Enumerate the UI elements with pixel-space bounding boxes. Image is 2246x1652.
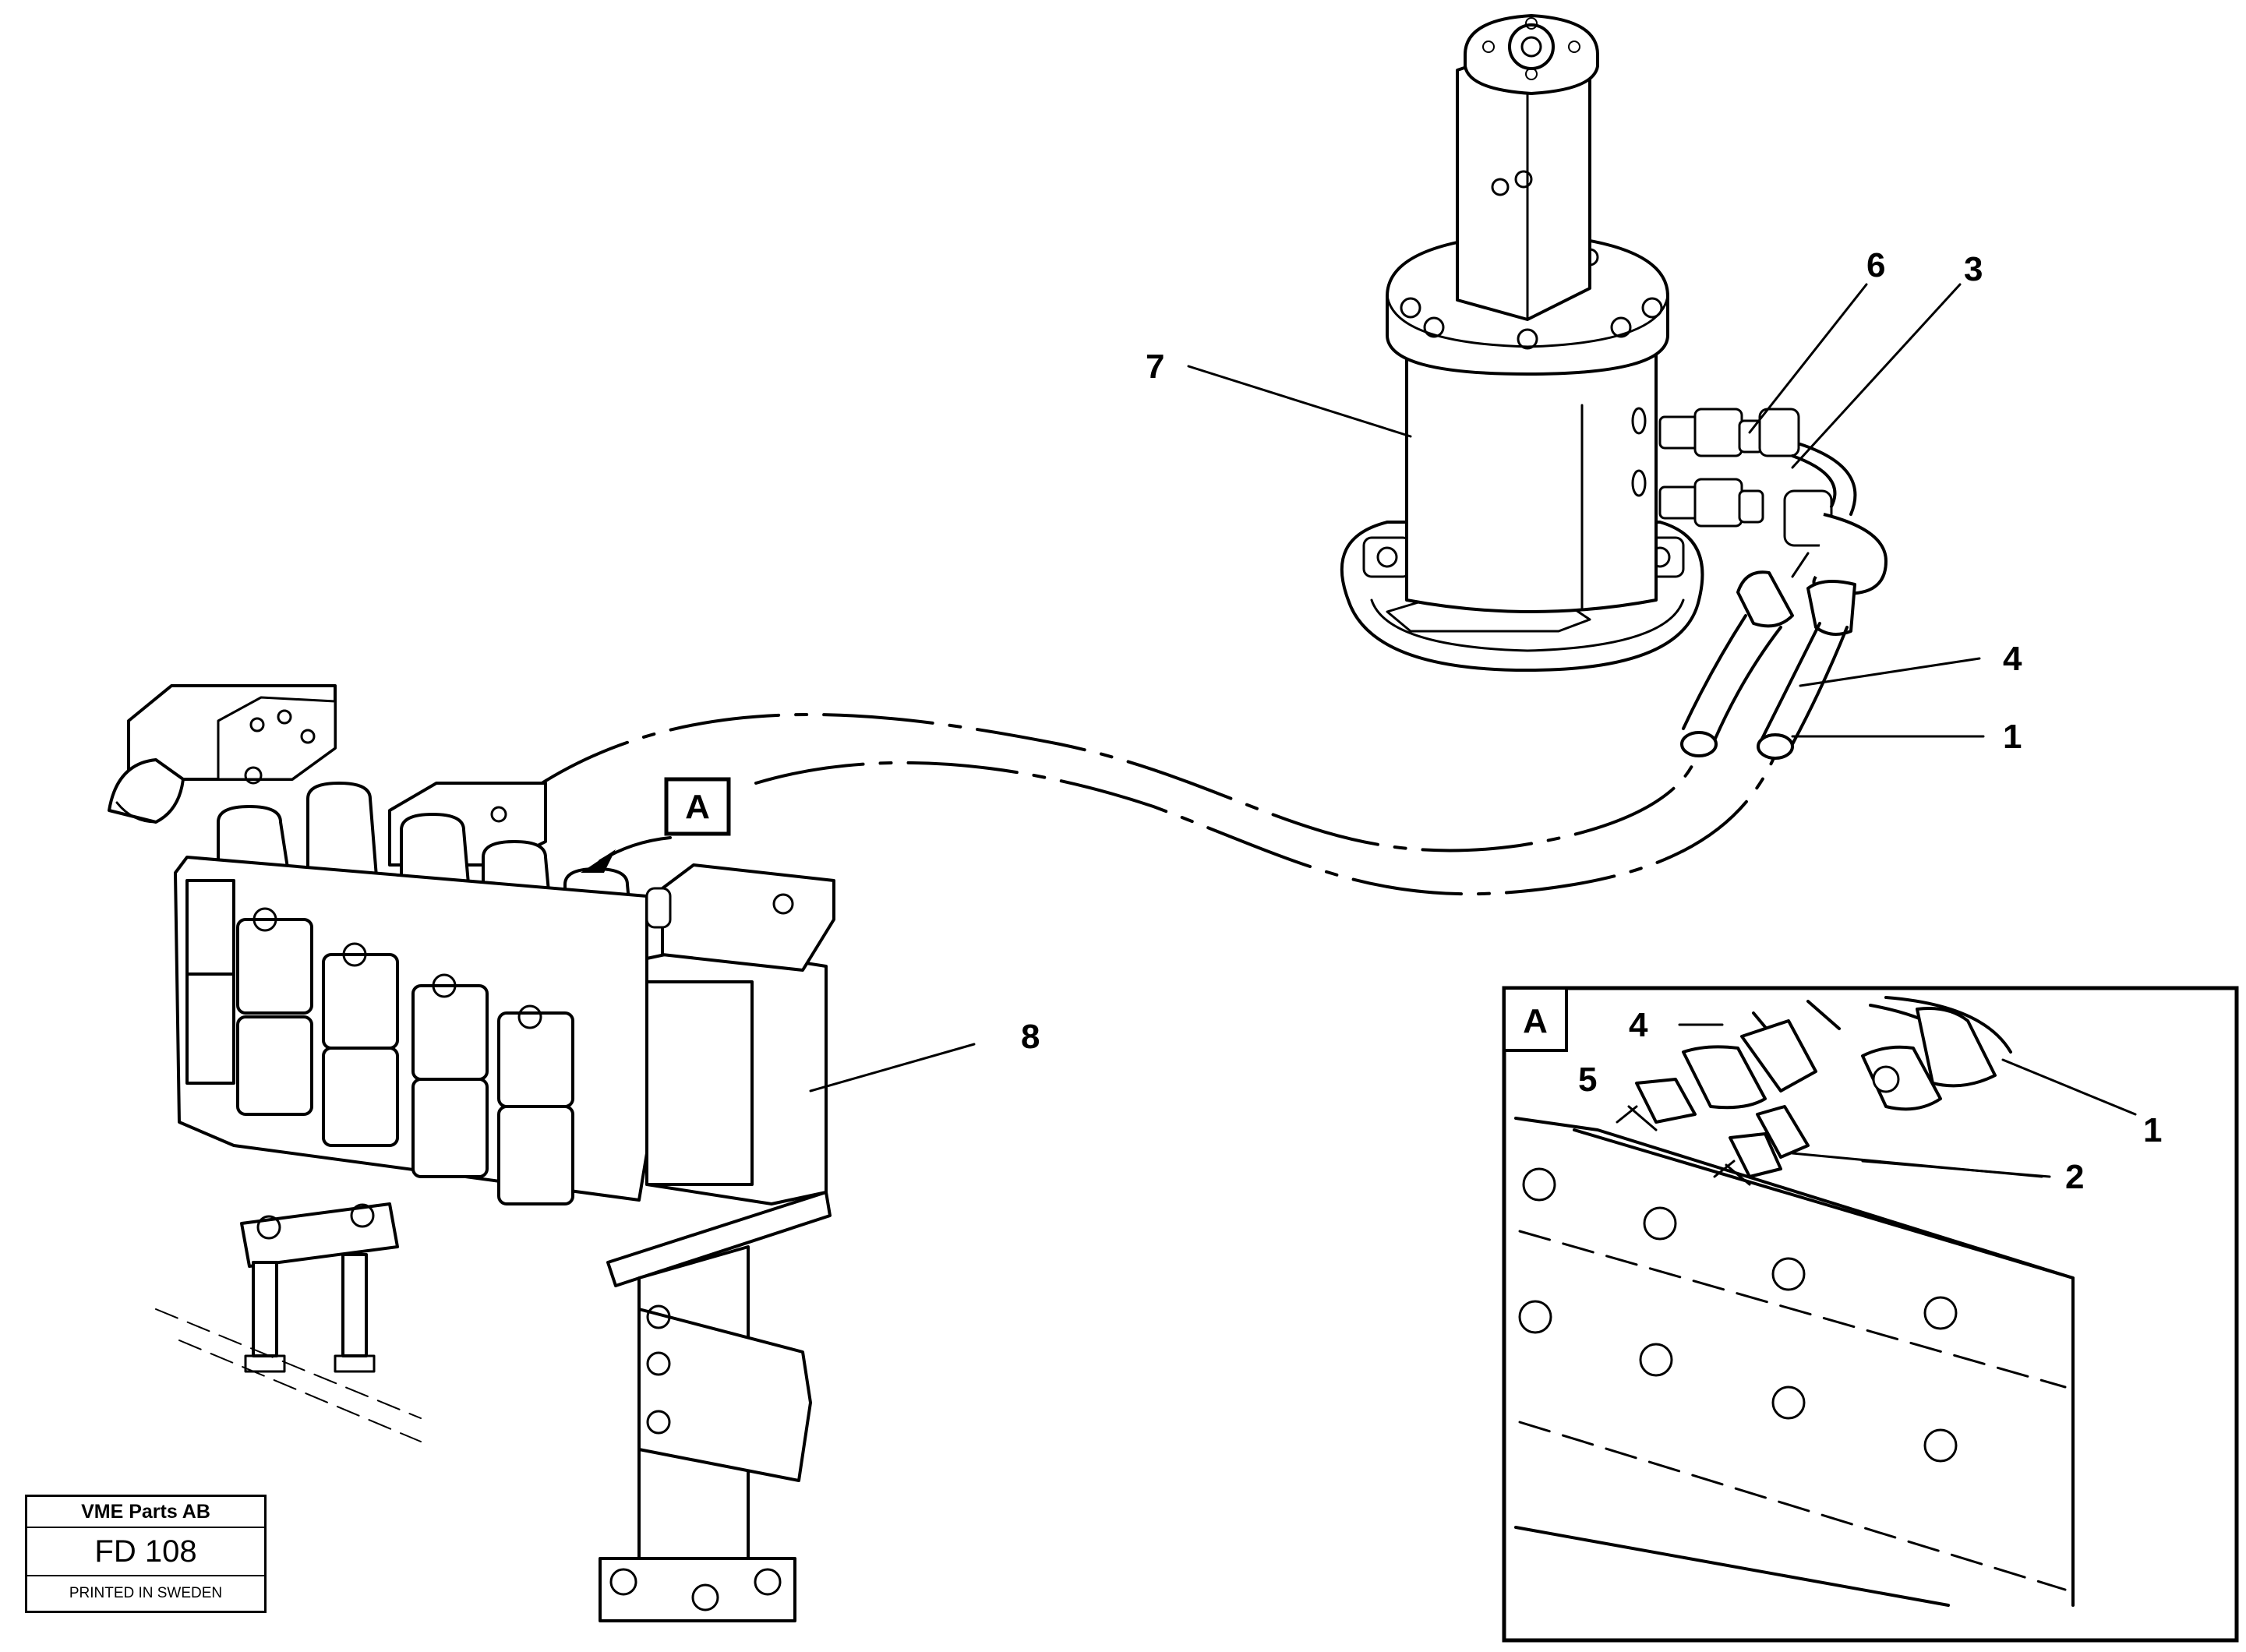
detail-frame [1502, 986, 2239, 1643]
callout-8: 8 [1021, 1018, 1040, 1056]
swivel-fittings [1658, 408, 1888, 760]
company-name: VME Parts AB [27, 1497, 264, 1528]
detail-view-a: A [1502, 986, 2239, 1643]
detail-ref-box [664, 777, 731, 836]
callout-6: 6 [1866, 246, 1885, 284]
callouts: 7 6 3 4 1 8 4 5 1 2 [1021, 246, 2162, 1196]
detail-tag: A [1523, 1002, 1548, 1040]
leader-lines [809, 283, 2137, 1178]
swivel-joint [1340, 14, 1704, 672]
detail-tag-box [1503, 987, 1568, 1052]
detail-callout-2: 2 [2065, 1158, 2084, 1196]
detail-ref: A [581, 777, 731, 873]
detail-callout-1: 1 [2143, 1111, 2162, 1149]
printed-note: PRINTED IN SWEDEN [69, 1585, 223, 1601]
detail-callout-5: 5 [1578, 1061, 1597, 1099]
callout-4: 4 [2003, 640, 2022, 678]
title-block: VME Parts AB FD 108 PRINTED IN SWEDEN [25, 1495, 267, 1613]
callout-7: 7 [1146, 348, 1164, 386]
detail-callout-4: 4 [1629, 1006, 1648, 1044]
control-valve-block [108, 684, 835, 1622]
drawing-code: FD 108 [27, 1528, 264, 1576]
callout-3: 3 [1964, 250, 1983, 288]
detail-ref-label: A [685, 788, 710, 826]
callout-1: 1 [2003, 718, 2022, 756]
hose-run [528, 713, 1775, 896]
